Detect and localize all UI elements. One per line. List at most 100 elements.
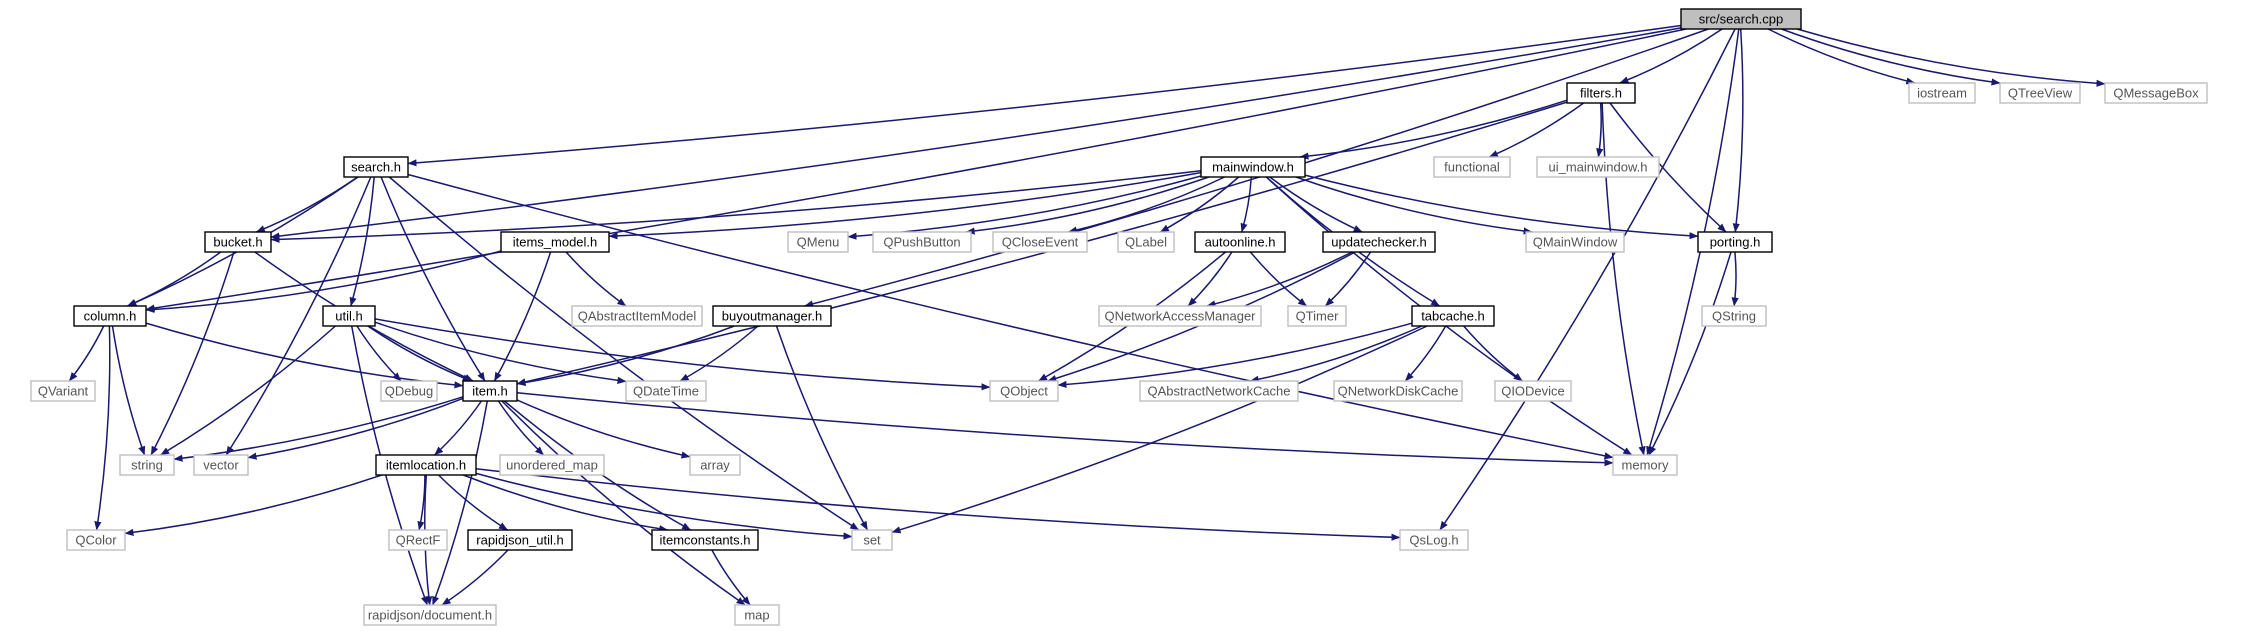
edge-filters_h-to-ui_mainwindow_h <box>1596 102 1604 158</box>
node-box <box>712 305 832 327</box>
edge-search_h-to-util_h <box>349 176 375 307</box>
node-column_h[interactable]: column.h <box>73 305 147 327</box>
node-box <box>1333 380 1463 402</box>
node-box <box>1536 156 1660 178</box>
node-itemlocation_h[interactable]: itemlocation.h <box>375 454 477 476</box>
edge-util_h-to-QDateTime <box>374 321 627 384</box>
edge-autoonline_h-to-QNetworkAccessManager <box>1187 251 1233 307</box>
node-QAbstractItemModel: QAbstractItemModel <box>571 305 703 327</box>
node-label: QMainWindow <box>1533 235 1618 250</box>
node-tabcache_h[interactable]: tabcache.h <box>1411 305 1495 327</box>
node-box <box>1322 231 1436 253</box>
node-buyoutmanager_h[interactable]: buyoutmanager.h <box>712 305 832 327</box>
node-search_cpp[interactable]: src/search.cpp <box>1680 8 1802 30</box>
node-QMessageBox: QMessageBox <box>2104 82 2208 104</box>
node-label: porting.h <box>1710 235 1761 250</box>
edge-search_cpp-to-search_h <box>407 24 1682 167</box>
edge-mainwindow_h-to-bucket_h <box>270 170 1202 243</box>
node-items_model_h[interactable]: items_model.h <box>500 231 610 253</box>
node-label: bucket.h <box>213 235 262 250</box>
edge-porting_h-to-memory <box>1648 251 1732 456</box>
node-box <box>380 380 438 402</box>
node-rapidjson_document_h: rapidjson/document.h <box>363 604 497 626</box>
edge-search_cpp-to-QMessageBox <box>1796 28 2106 87</box>
node-label: itemlocation.h <box>386 458 466 473</box>
node-set: set <box>851 529 893 551</box>
node-label: search.h <box>351 160 401 175</box>
node-unordered_map: unordered_map <box>499 454 605 476</box>
edge-buyoutmanager_h-to-QDateTime <box>679 325 759 382</box>
node-box <box>571 305 703 327</box>
node-box <box>30 380 96 402</box>
node-box <box>73 305 147 327</box>
node-label: memory <box>1622 458 1669 473</box>
node-bucket_h[interactable]: bucket.h <box>204 231 272 253</box>
edge-mainwindow_h-to-QMenu <box>847 175 1202 240</box>
node-box <box>375 454 477 476</box>
node-QDateTime: QDateTime <box>625 380 707 402</box>
node-label: item.h <box>472 384 507 399</box>
edge-autoonline_h-to-QTimer <box>1249 251 1308 307</box>
node-box <box>992 231 1088 253</box>
edge-tabcache_h-to-QIODevice <box>1463 325 1523 382</box>
edge-itemlocation_h-to-QRectF <box>417 474 426 531</box>
node-autoonline_h[interactable]: autoonline.h <box>1194 231 1286 253</box>
edge-column_h-to-QColor <box>94 325 111 531</box>
edge-tabcache_h-to-QNetworkDiskCache <box>1404 325 1447 382</box>
nodes: src/search.cpp filters.h iostream QTreeView… <box>30 8 2208 626</box>
node-box <box>625 380 707 402</box>
node-iostream: iostream <box>1908 82 1976 104</box>
node-QMenu: QMenu <box>787 231 849 253</box>
node-filters_h[interactable]: filters.h <box>1566 82 1636 104</box>
node-itemconstants_h[interactable]: itemconstants.h <box>651 529 759 551</box>
edge-search_h-to-vector <box>225 176 372 456</box>
node-search_h[interactable]: search.h <box>343 156 409 178</box>
node-label: set <box>863 533 881 548</box>
node-label: array <box>700 458 730 473</box>
node-label: QVariant <box>38 384 89 399</box>
node-label: column.h <box>84 309 137 324</box>
node-label: QIODevice <box>1501 384 1565 399</box>
node-QObject: QObject <box>989 380 1059 402</box>
node-porting_h[interactable]: porting.h <box>1697 231 1773 253</box>
edge-itemlocation_h-to-QColor <box>124 474 383 536</box>
node-label: QDateTime <box>633 384 699 399</box>
edge-mainwindow_h-to-QCloseEvent <box>1067 176 1225 234</box>
node-QRectF: QRectF <box>388 529 448 551</box>
node-array: array <box>689 454 741 476</box>
edge-mainwindow_h-to-porting_h <box>1304 174 1699 240</box>
edge-util_h-to-item_h <box>367 325 472 382</box>
node-label: QLabel <box>1125 235 1167 250</box>
edge-search_cpp-to-porting_h <box>1732 28 1744 233</box>
node-box <box>343 156 409 178</box>
edge-util_h-to-string <box>160 325 336 456</box>
node-box <box>1908 82 1976 104</box>
node-label: itemconstants.h <box>659 533 750 548</box>
node-QString: QString <box>1701 305 1767 327</box>
node-label: QTreeView <box>2008 86 2073 101</box>
node-box <box>734 604 780 626</box>
edge-search_h-to-item_h <box>380 176 486 382</box>
node-QNetworkDiskCache: QNetworkDiskCache <box>1333 380 1463 402</box>
node-util_h[interactable]: util.h <box>322 305 376 327</box>
edge-item_h-to-unordered_map <box>497 400 545 456</box>
edge-filters_h-to-mainwindow_h <box>1299 99 1568 160</box>
node-label: filters.h <box>1580 86 1622 101</box>
node-box <box>204 231 272 253</box>
edge-util_h-to-QDebug <box>356 325 402 382</box>
node-box <box>1566 82 1636 104</box>
edge-itemlocation_h-to-rapidjson_util_h <box>437 474 508 531</box>
node-box <box>1098 305 1262 327</box>
edge-search_cpp-to-bucket_h <box>270 27 1682 240</box>
node-updatechecker_h[interactable]: updatechecker.h <box>1322 231 1436 253</box>
edge-search_cpp-to-QsLog_h <box>1439 28 1736 531</box>
node-item_h[interactable]: item.h <box>462 380 518 402</box>
node-mainwindow_h[interactable]: mainwindow.h <box>1200 156 1306 178</box>
node-rapidjson_util_h[interactable]: rapidjson_util.h <box>467 529 573 551</box>
node-box <box>989 380 1059 402</box>
node-label: QMenu <box>797 235 840 250</box>
edge-item_h-to-itemlocation_h <box>434 400 483 456</box>
edge-updatechecker_h-to-QNetworkAccessManager <box>1206 251 1353 308</box>
node-box <box>2104 82 2208 104</box>
